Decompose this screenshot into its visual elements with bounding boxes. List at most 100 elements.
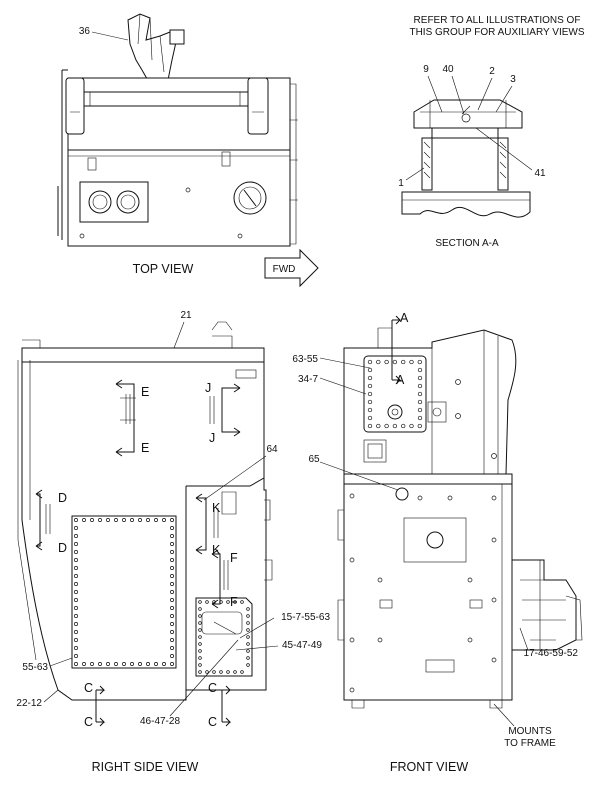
bolt-dot: [74, 598, 78, 602]
bolt-dot: [170, 662, 174, 666]
marker-j-top: J: [205, 381, 211, 395]
bolt-dot: [114, 662, 118, 666]
bolt-dot: [170, 630, 174, 634]
fwd-arrow-icon: [264, 248, 319, 288]
marker-f-bottom: F: [230, 595, 238, 609]
bolt-dot: [74, 622, 78, 626]
bolt-dot: [74, 582, 78, 586]
bolt-dot: [367, 367, 373, 373]
marker-k-top: K: [212, 501, 221, 515]
bolt-dot: [246, 607, 250, 611]
bolt-dot: [226, 600, 230, 604]
bolt-dot: [198, 670, 202, 674]
callout-1: 1: [398, 178, 404, 189]
fwd-label: FWD: [273, 264, 296, 275]
bolt-dot: [233, 600, 237, 604]
callout-34-7: 34-7: [298, 374, 318, 385]
bolt-dot: [226, 670, 230, 674]
bolt-dot: [349, 687, 355, 693]
callout-22-12: 22-12: [16, 698, 42, 709]
bolt-dot: [198, 635, 202, 639]
callout-2: 2: [489, 66, 495, 77]
callout-17-46-59-52: 17-46-59-52: [524, 648, 579, 659]
bolt-dot: [384, 423, 389, 429]
bolt-dot: [246, 621, 250, 625]
bolt-dot: [170, 558, 174, 562]
marker-j-bottom: J: [209, 431, 215, 445]
bolt-dot: [367, 423, 373, 429]
marker-d-bottom: D: [58, 541, 67, 555]
bolt-dot: [205, 670, 209, 674]
marker-a: A A: [391, 311, 409, 387]
bolt-dot: [198, 600, 202, 604]
bolt-dot: [74, 558, 78, 562]
callout-46-47-28: 46-47-28: [140, 716, 180, 727]
bolt-dot: [170, 646, 174, 650]
bolt-dot: [74, 534, 78, 538]
callout-15-7-55-63: 15-7-55-63: [281, 612, 330, 623]
bolt-dot: [384, 359, 389, 365]
bolt-dot: [74, 662, 78, 666]
bolt-dot: [82, 518, 86, 522]
callout-65: 65: [308, 454, 320, 465]
bolt-dot: [246, 656, 250, 660]
bolt-dot: [349, 493, 355, 499]
bolt-dot: [467, 577, 473, 583]
bolt-dot: [246, 649, 250, 653]
bolt-dot: [219, 670, 223, 674]
bolt-dot: [74, 646, 78, 650]
callout-64: 64: [266, 444, 278, 455]
bolt-dot: [491, 495, 497, 501]
bolt-dot: [491, 597, 497, 603]
callout-3: 3: [510, 74, 516, 85]
bolt-dot: [198, 621, 202, 625]
bolt-dot: [367, 359, 373, 365]
bolt-dot: [154, 662, 158, 666]
bolt-dot: [114, 518, 118, 522]
marker-e-top: E: [141, 385, 149, 399]
marker-e: E E: [115, 379, 149, 457]
bolt-dot: [170, 526, 174, 530]
bolt-dot: [198, 642, 202, 646]
bolt-dot: [417, 391, 423, 397]
callout-36: 36: [79, 26, 91, 37]
marker-a-top: A: [400, 311, 409, 325]
cover-outline: [71, 515, 177, 669]
marker-a-bottom: A: [396, 373, 405, 387]
bolt-dot: [170, 654, 174, 658]
bolt-dot: [74, 654, 78, 658]
bolt-dot: [74, 606, 78, 610]
callout-40: 40: [442, 64, 454, 75]
bolt-dot: [74, 574, 78, 578]
marker-f: F F: [211, 549, 238, 609]
callout-45-47-49: 45-47-49: [282, 640, 322, 651]
bolt-dot: [401, 359, 406, 365]
bolt-dot: [447, 495, 453, 501]
bolt-dot: [367, 407, 373, 413]
bolt-dot: [198, 649, 202, 653]
bolt-dot: [162, 662, 166, 666]
bolt-dot: [74, 590, 78, 594]
bolt-dot: [367, 383, 373, 389]
bolt-dot: [106, 518, 110, 522]
bolt-dot: [198, 628, 202, 632]
bolt-dot: [74, 614, 78, 618]
callout-63-55: 63-55: [292, 354, 318, 365]
right-side-view-title: RIGHT SIDE VIEW: [92, 760, 199, 774]
bolt-dot: [205, 600, 209, 604]
marker-f-top: F: [230, 551, 238, 565]
bolt-dot: [170, 606, 174, 610]
marker-c-right-bottom: C: [208, 715, 217, 729]
bolt-dot: [138, 518, 142, 522]
bolt-dot: [246, 642, 250, 646]
bolt-dot: [377, 577, 383, 583]
bolt-dot: [170, 550, 174, 554]
callout-21: 21: [180, 310, 192, 321]
bolt-dot: [90, 662, 94, 666]
bolt-dot: [146, 518, 150, 522]
mounts-line-2: TO FRAME: [504, 738, 556, 749]
bolt-dot: [170, 582, 174, 586]
callout-55-63: 55-63: [22, 662, 48, 673]
